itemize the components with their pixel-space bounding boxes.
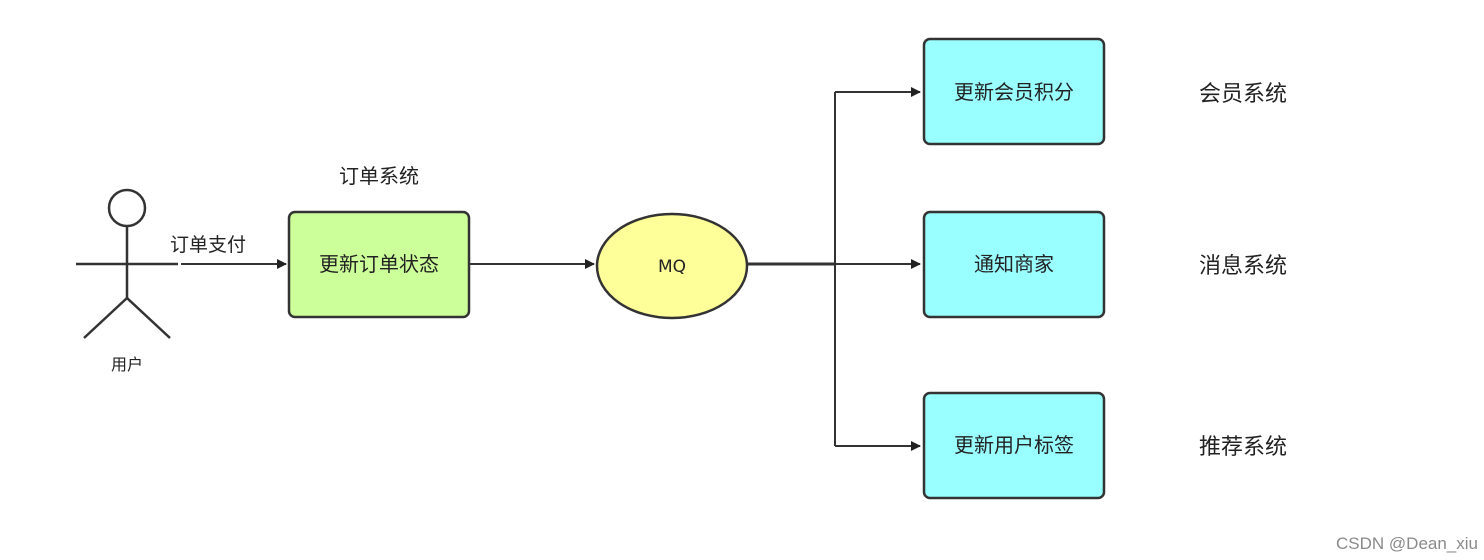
update-member-points-label: 更新会员积分 xyxy=(954,80,1074,104)
notify-merchant-label: 通知商家 xyxy=(974,252,1054,276)
member-system-label: 会员系统 xyxy=(1199,82,1287,107)
user-actor-head xyxy=(107,188,147,228)
update-user-tags-box xyxy=(922,391,1106,500)
order-system-title: 订单系统 xyxy=(339,164,419,188)
update-user-tags-label: 更新用户标签 xyxy=(954,433,1074,457)
payment-edge-label: 订单支付 xyxy=(170,234,246,256)
watermark: CSDN @Dean_xiu xyxy=(1336,534,1478,553)
user-actor-figure xyxy=(76,188,178,339)
update-order-status-label: 更新订单状态 xyxy=(319,252,439,276)
user-actor-label: 用户 xyxy=(111,355,143,374)
mq-node xyxy=(595,212,749,320)
message-system-label: 消息系统 xyxy=(1199,254,1287,279)
update-member-points-box xyxy=(922,37,1106,146)
user-actor-left-leg xyxy=(83,297,128,339)
recommendation-system-label: 推荐系统 xyxy=(1199,435,1287,460)
user-actor-right-leg xyxy=(126,297,171,339)
mq-label: MQ xyxy=(658,257,686,277)
notify-merchant-box xyxy=(922,210,1106,319)
